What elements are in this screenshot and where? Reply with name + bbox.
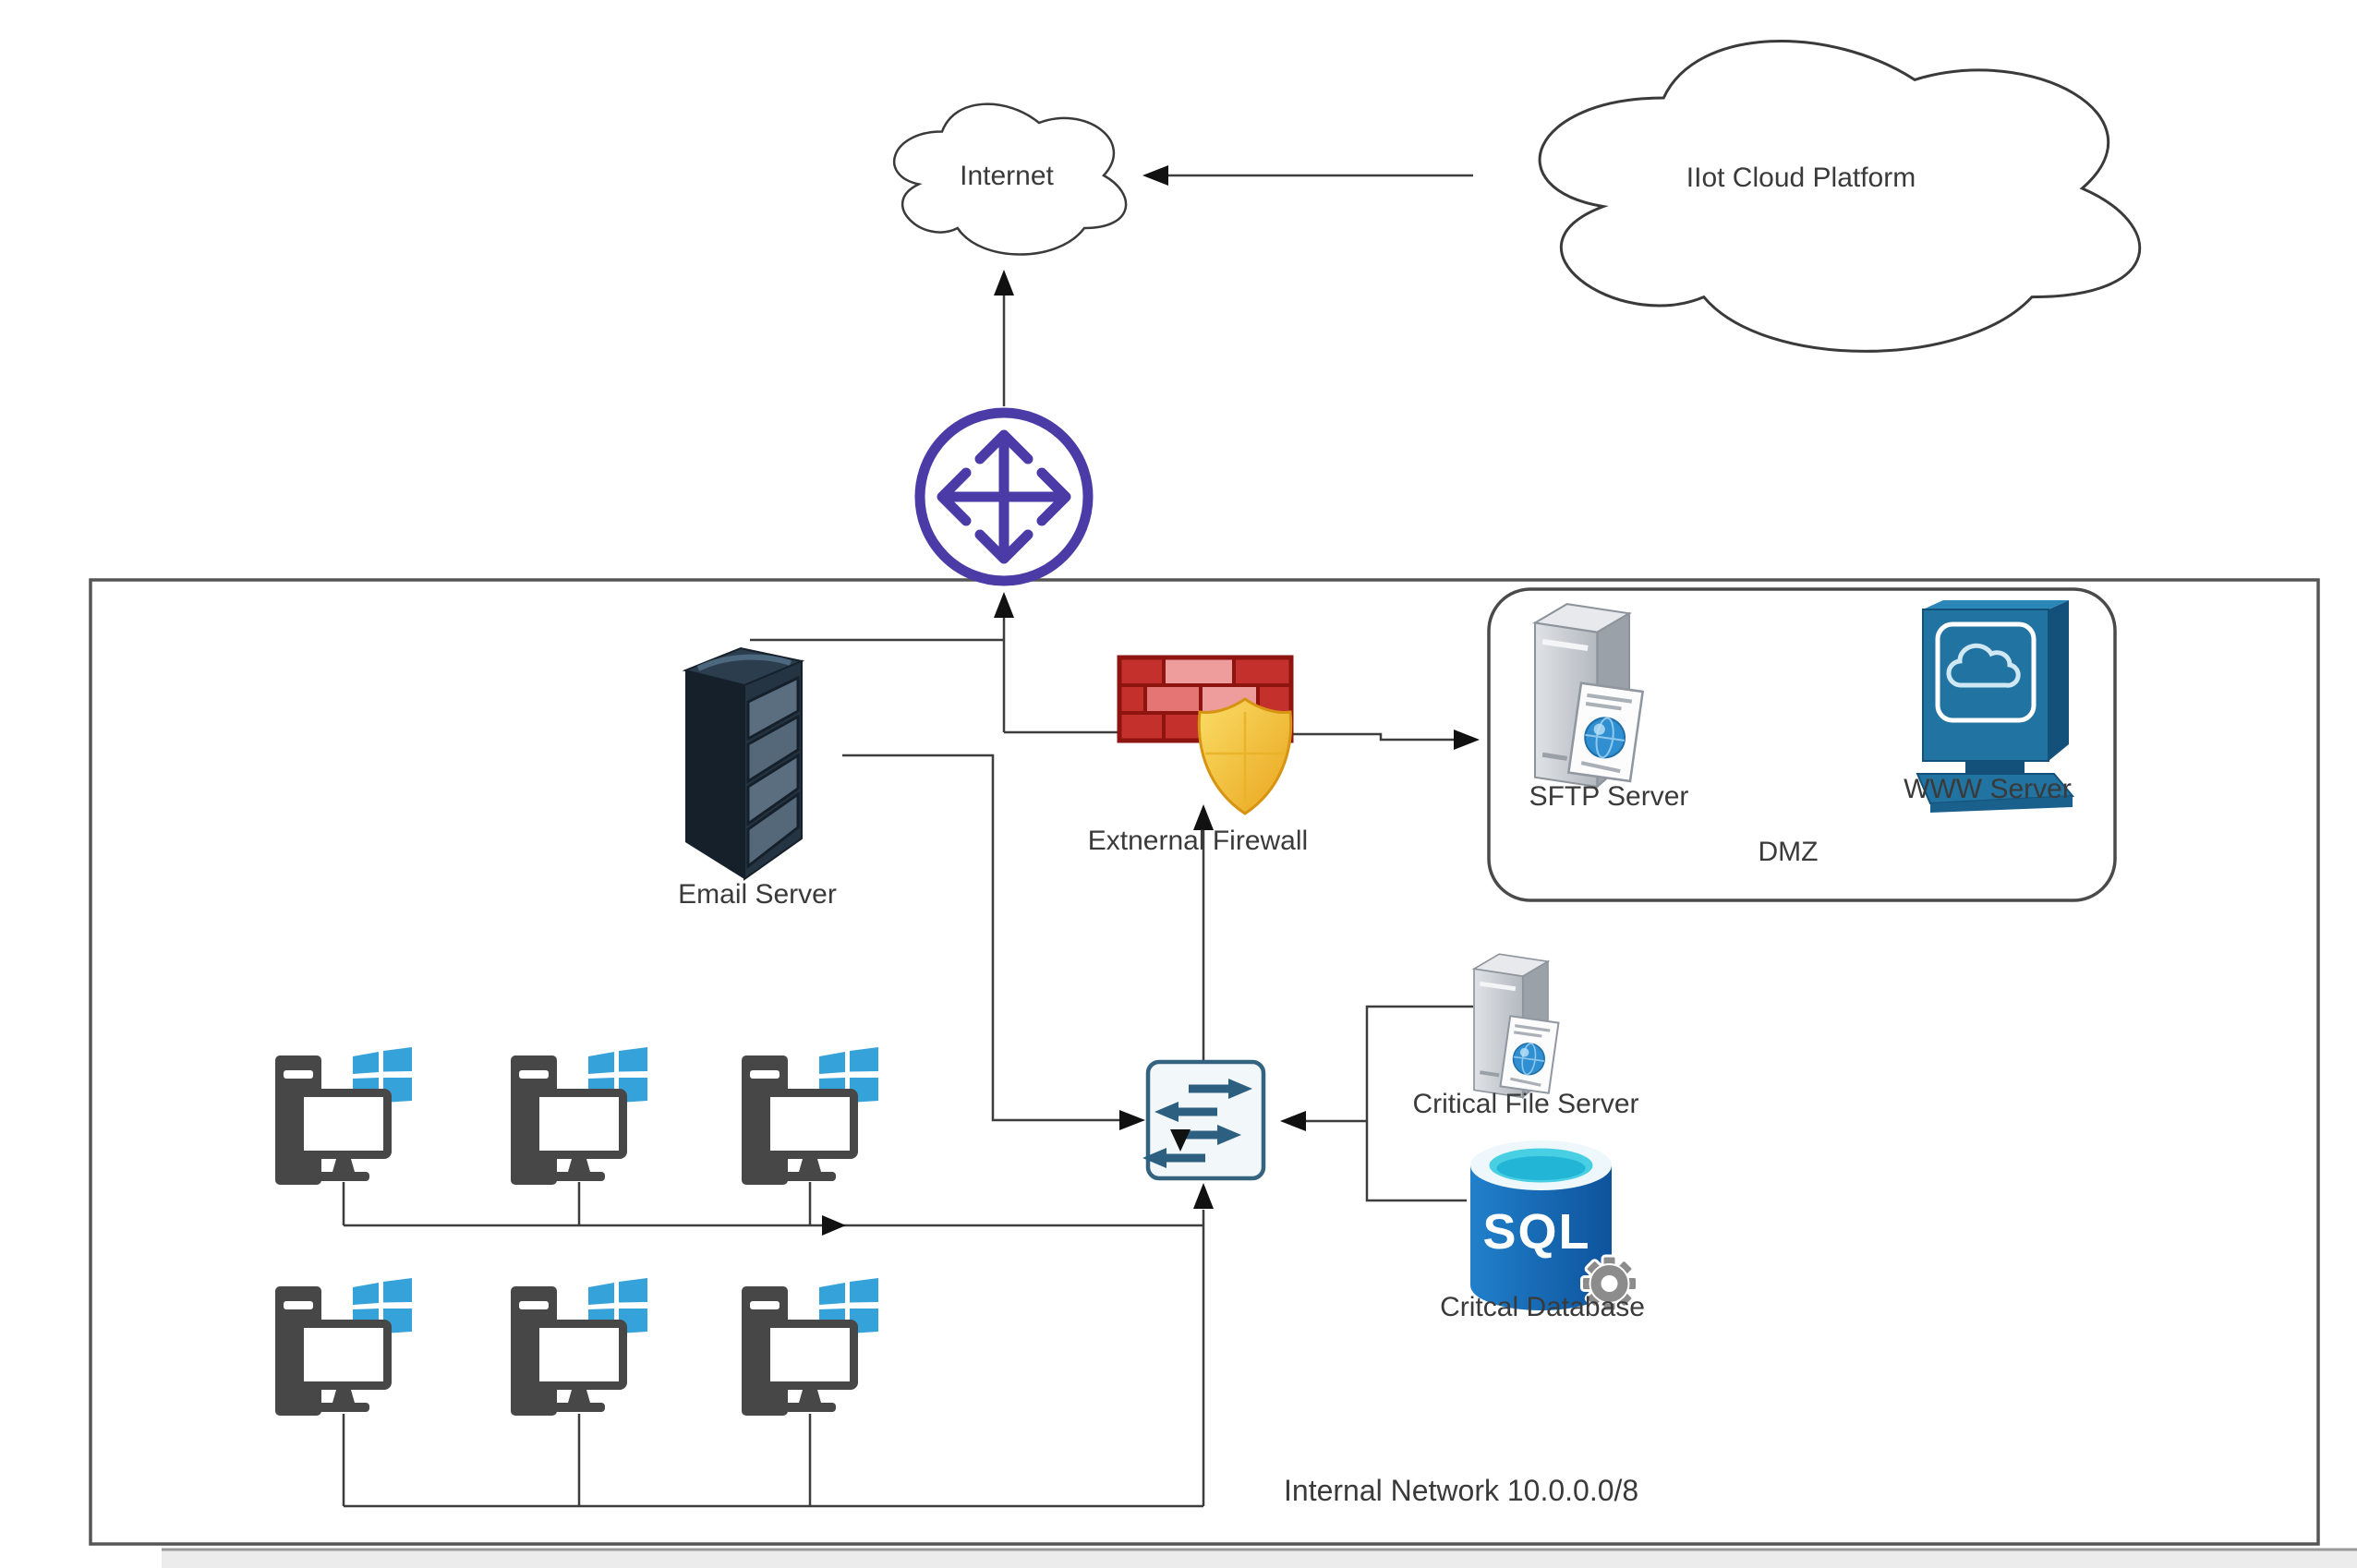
router-arrows [937, 429, 1071, 564]
email-server-label: Email Server [678, 879, 837, 910]
brick-wall-shield-icon [1117, 655, 1294, 815]
page-bottom-strip [162, 1548, 2357, 1568]
cloud-outline-icon [1538, 40, 2142, 353]
web-terminal-cloud-icon [1916, 600, 2075, 813]
critical-file-server-node: Critical File Server [1412, 954, 1639, 1119]
tower-server-globe-icon [1535, 604, 1643, 787]
internet-cloud: Internet [892, 103, 1128, 256]
tower-server-globe-icon [1474, 954, 1558, 1097]
email-server-node: Email Server [678, 646, 837, 910]
cloud-outline-icon [892, 103, 1128, 256]
router-node [914, 407, 1094, 586]
www-server-label: WWW Server [1904, 774, 2072, 804]
edge-fileserver-database-bracket [1365, 1005, 1473, 1202]
critical-database-node: SQL Critcal Database [1440, 1140, 1645, 1322]
sql-icon-text: SQL [1482, 1204, 1590, 1260]
iiot-cloud-platform: IIot Cloud Platform [1538, 40, 2142, 353]
sftp-server-label: SFTP Server [1529, 781, 1689, 812]
switch-node [1142, 1059, 1266, 1181]
down-arrowhead [1170, 1129, 1191, 1152]
internet-label: Internet [960, 161, 1054, 191]
arrowheads [822, 165, 1480, 1236]
external-firewall-label: Extnernal Firewall [1088, 826, 1308, 856]
critical-database-label: Critcal Database [1440, 1292, 1645, 1322]
critical-file-server-label: Critical File Server [1412, 1089, 1638, 1119]
edge-firewall-to-dmz [1291, 732, 1456, 742]
sftp-server-node: SFTP Server [1529, 604, 1689, 812]
sql-cylinder-gear-icon: SQL [1470, 1140, 1638, 1313]
external-firewall-node: Extnernal Firewall [1088, 655, 1308, 856]
www-server-node: WWW Server [1904, 600, 2075, 813]
connectors [342, 174, 1473, 1508]
internal-network-label: Internal Network 10.0.0.0/8 [1284, 1474, 1638, 1507]
gear-icon [1580, 1254, 1638, 1313]
edge-email-to-switch [842, 754, 1121, 1122]
dmz-label: DMZ [1759, 837, 1819, 867]
iiot-cloud-label: IIot Cloud Platform [1686, 163, 1916, 193]
rack-server-icon [682, 646, 805, 881]
